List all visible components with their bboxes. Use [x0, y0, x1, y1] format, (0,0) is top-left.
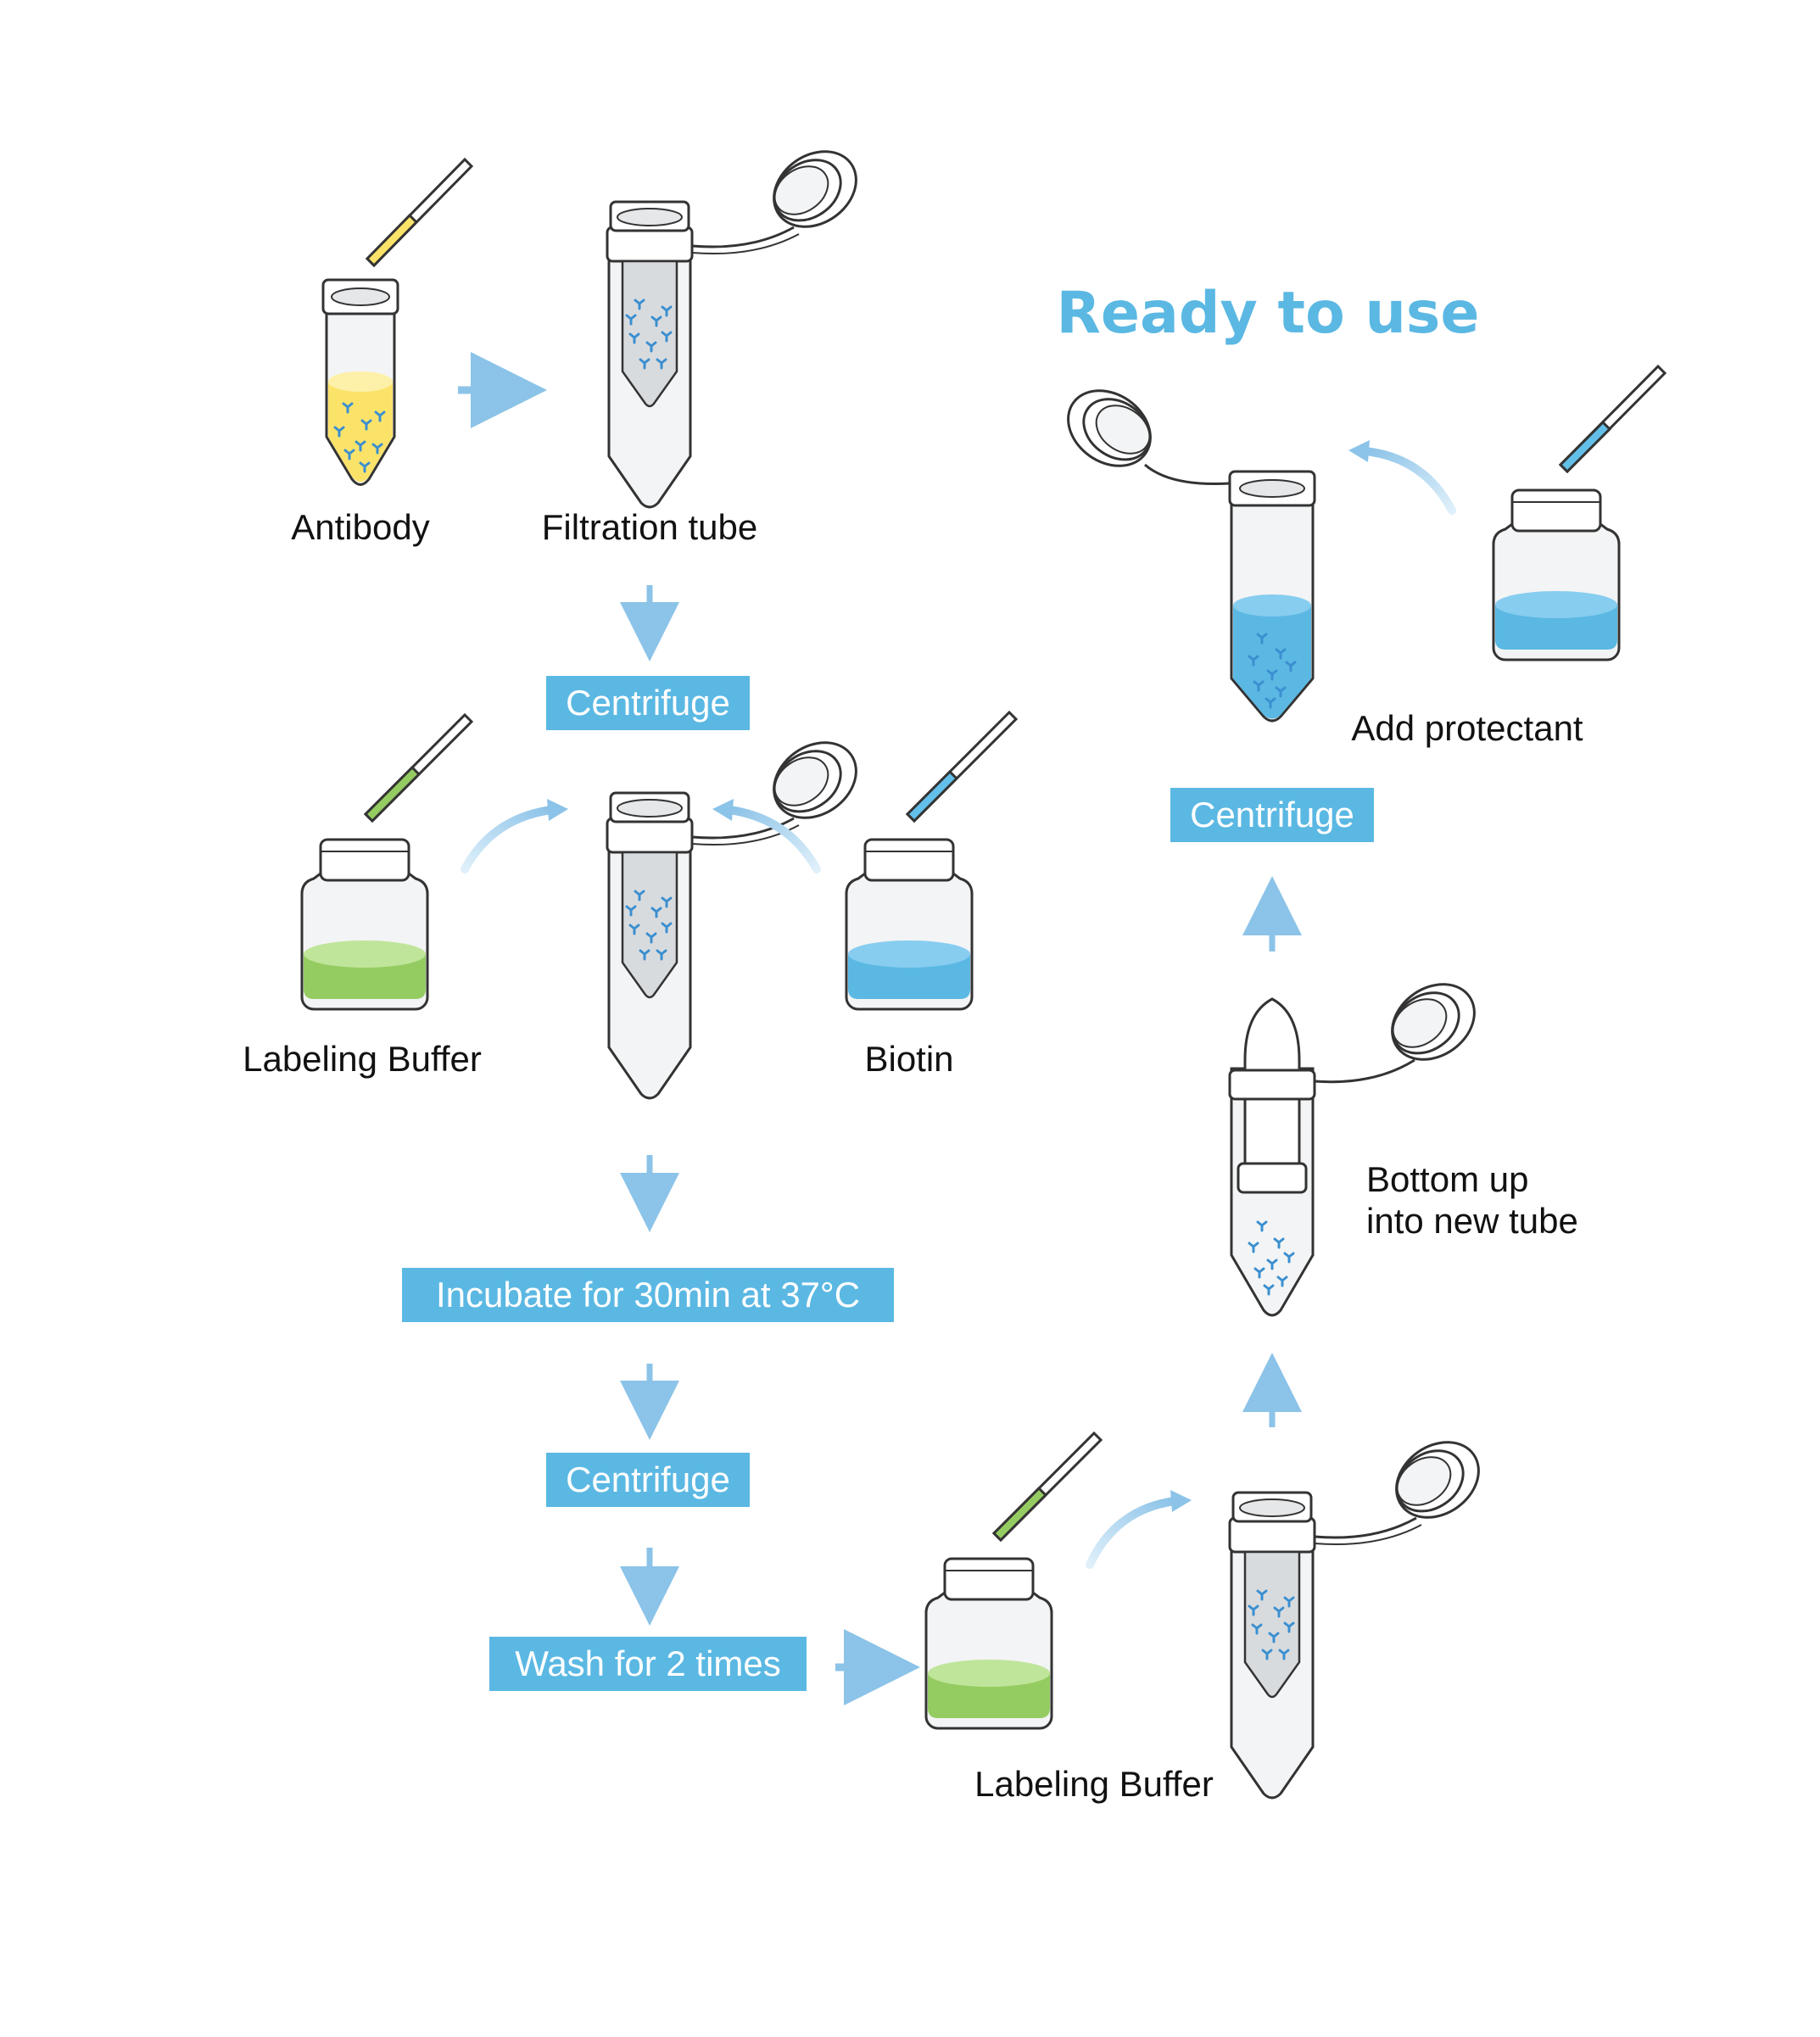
biotin-bottle-icon	[845, 838, 974, 1011]
pipette-icon	[1558, 364, 1667, 474]
svg-text:Centrifuge: Centrifuge	[566, 683, 730, 723]
protectant-bottle-icon	[1492, 488, 1621, 661]
bottom-up-label: Bottom up	[1366, 1159, 1528, 1199]
step-centrifuge-2: Centrifuge	[546, 1453, 750, 1507]
flow-arrow	[725, 806, 821, 873]
labeling-buffer-label: Labeling Buffer	[974, 1764, 1214, 1804]
biotin-label: Biotin	[864, 1039, 953, 1079]
filtration-tube-label: Filtration tube	[542, 507, 757, 547]
inverted-tube-icon	[1228, 983, 1476, 1317]
add-protectant-label: Add protectant	[1351, 708, 1583, 748]
filtration-tube-icon	[607, 136, 871, 507]
step-wash: Wash for 2 times	[489, 1637, 807, 1691]
svg-text:Centrifuge: Centrifuge	[1190, 795, 1354, 834]
pipette-icon	[905, 710, 1019, 823]
labeling-buffer-bottle-icon	[300, 838, 429, 1011]
pipette-icon	[363, 712, 474, 823]
filtration-tube-icon	[1230, 1426, 1493, 1798]
svg-text:Incubate for 30min at 37°C: Incubate for 30min at 37°C	[436, 1275, 860, 1314]
flow-arrow	[1086, 1497, 1179, 1569]
svg-text:Wash for 2 times: Wash for 2 times	[515, 1644, 781, 1683]
filtration-tube-icon	[607, 727, 871, 1098]
step-incubate: Incubate for 30min at 37°C	[402, 1268, 894, 1322]
pipette-icon	[365, 157, 474, 268]
antibody-label: Antibody	[291, 507, 429, 547]
page-title: Ready to use	[1057, 280, 1480, 347]
flow-arrow	[1361, 447, 1456, 515]
bottom-up-label: into new tube	[1366, 1201, 1578, 1241]
svg-text:Centrifuge: Centrifuge	[566, 1459, 730, 1499]
final-tube-icon	[1067, 389, 1316, 723]
labeling-buffer-bottle-icon	[924, 1557, 1053, 1730]
antibody-tube-icon	[321, 278, 399, 486]
step-centrifuge-1: Centrifuge	[546, 676, 750, 730]
pipette-icon	[991, 1431, 1103, 1543]
labeling-buffer-label: Labeling Buffer	[243, 1039, 482, 1079]
step-centrifuge-3: Centrifuge	[1170, 788, 1374, 842]
flow-arrow	[461, 806, 555, 873]
